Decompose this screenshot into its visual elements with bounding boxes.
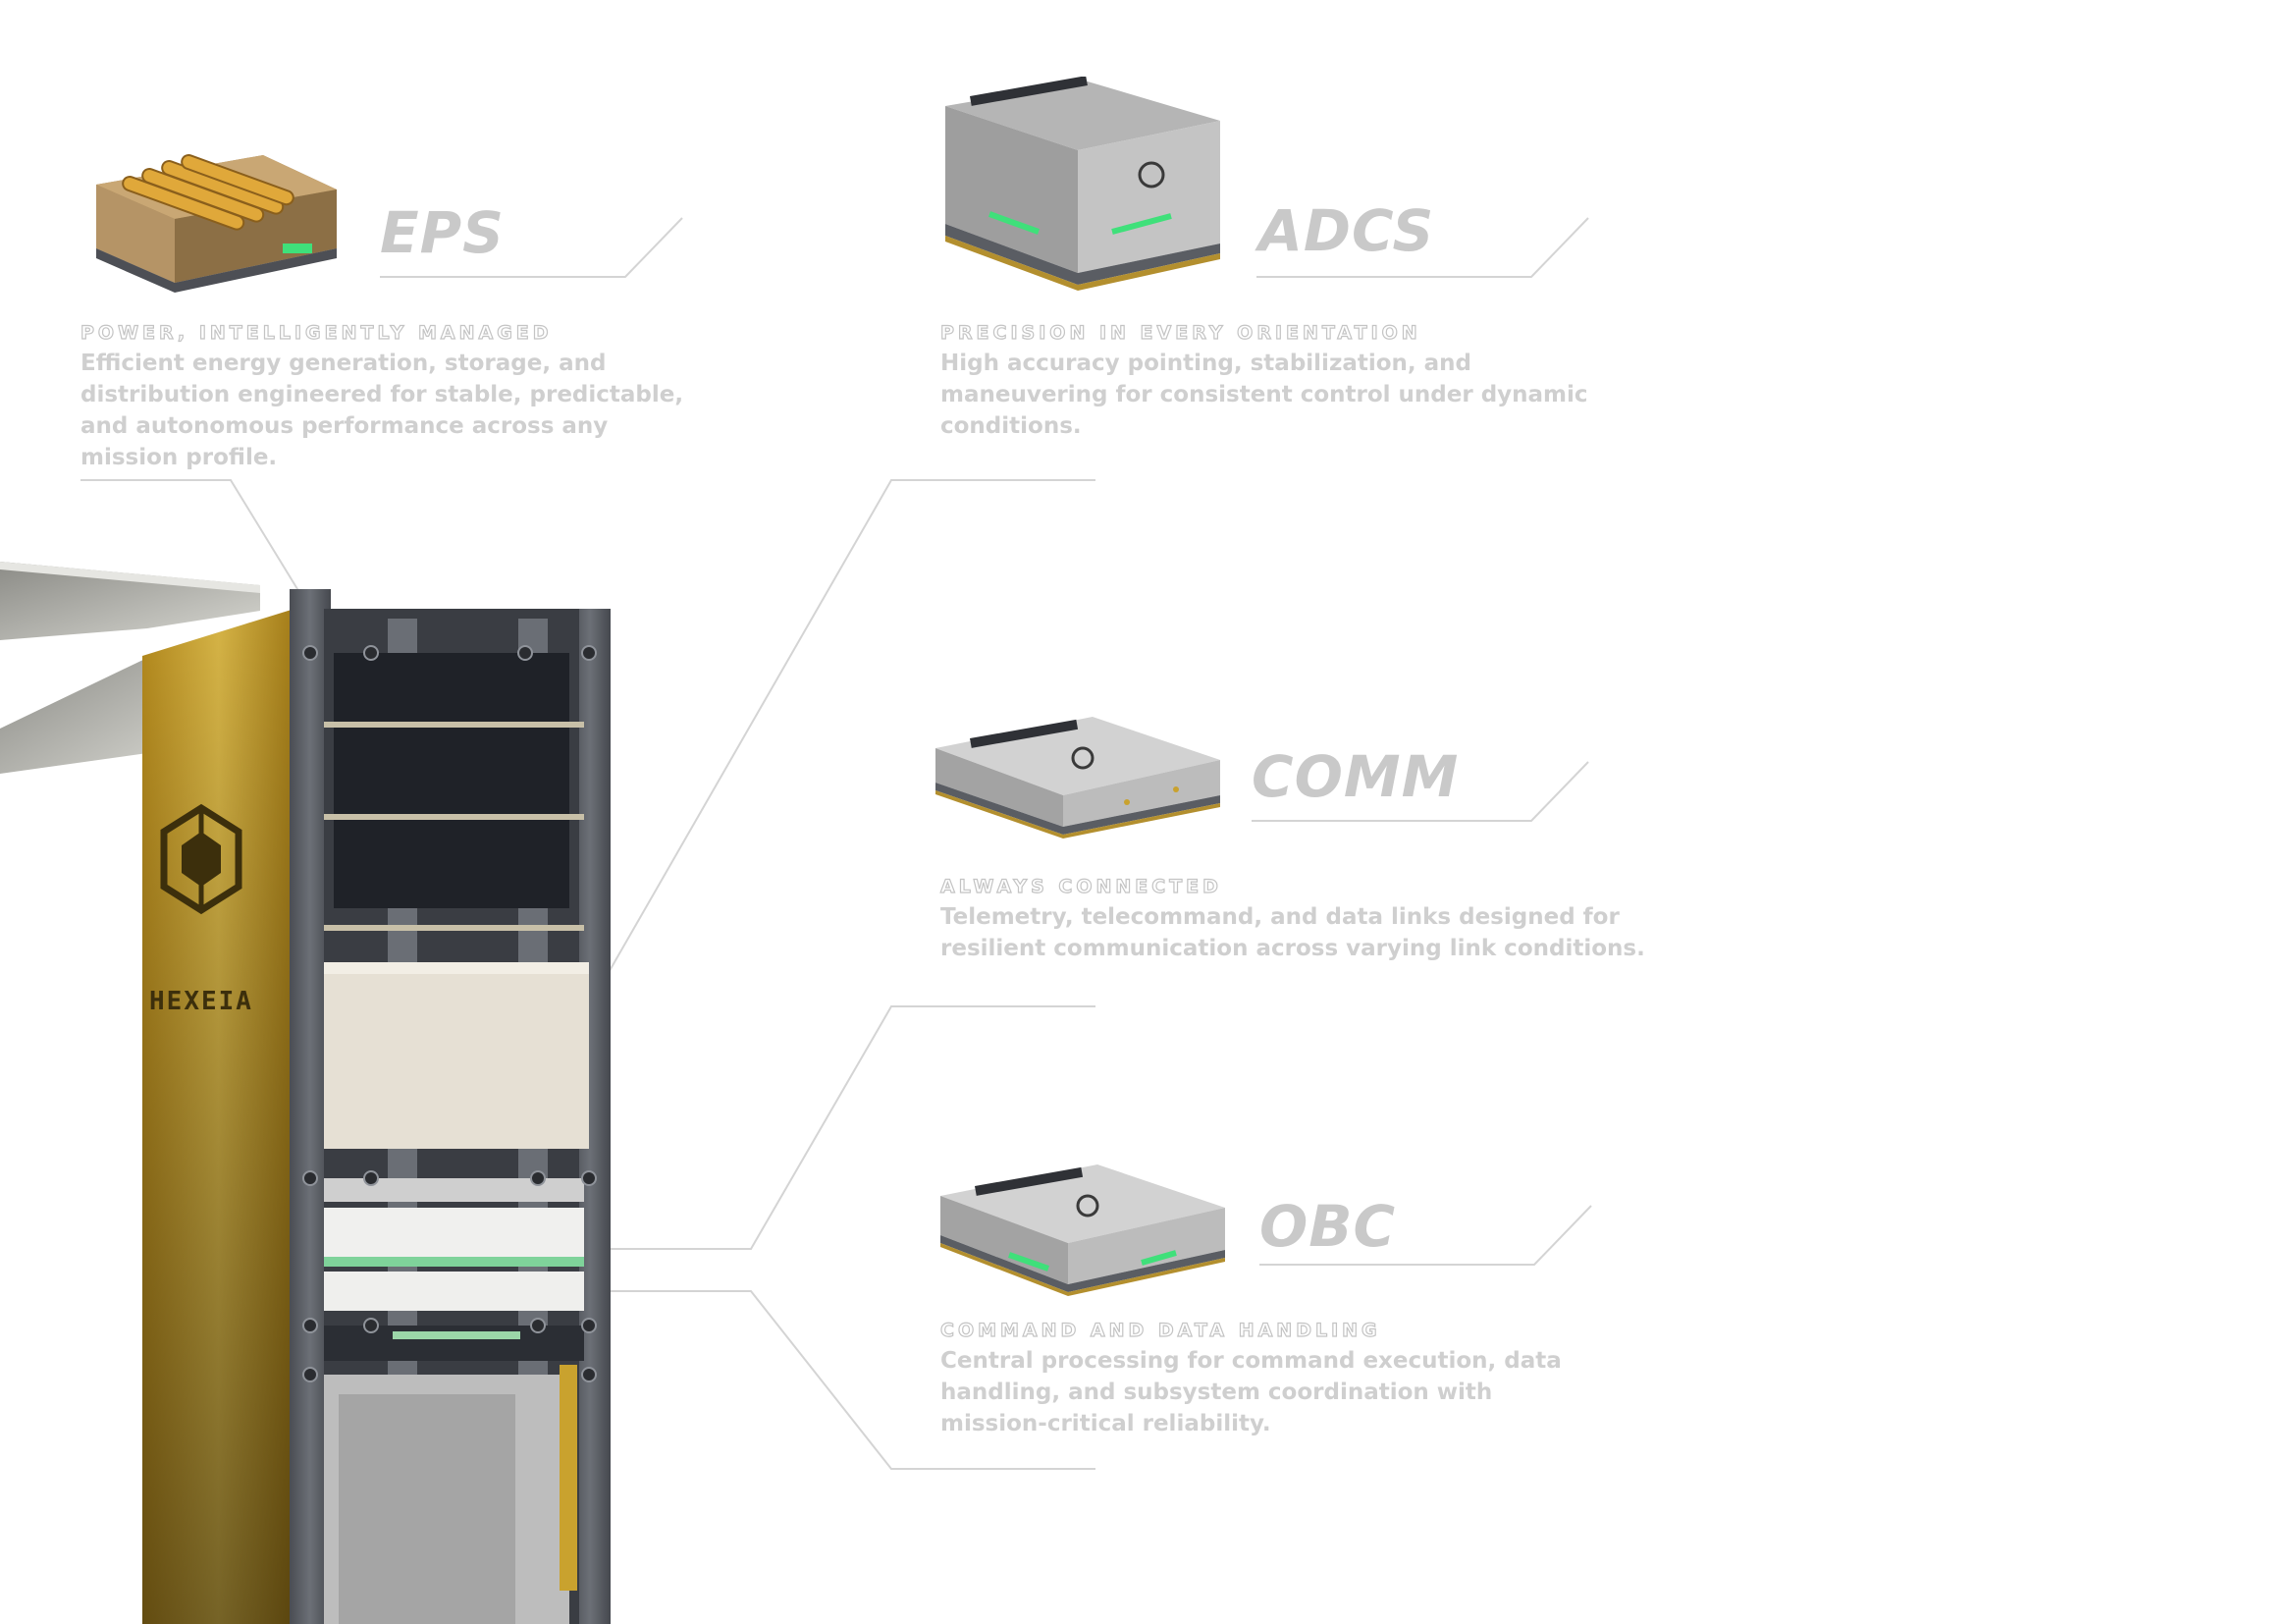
- adcs-title-rule: [1256, 217, 1589, 278]
- comm-internal-card: [324, 1208, 584, 1257]
- comm-title: COMM: [1252, 743, 1460, 810]
- obc-title: OBC: [1259, 1193, 1397, 1260]
- brand-wordmark: HEXEIA: [149, 987, 253, 1016]
- comm-title-rule: [1252, 761, 1589, 822]
- onboard-computer-module-icon: [940, 1164, 1225, 1296]
- eps-title: EPS: [380, 199, 505, 266]
- adcs-title: ADCS: [1258, 197, 1435, 264]
- eps-title-rule: [380, 217, 683, 278]
- obc-internal-card: [324, 1272, 584, 1311]
- eps-description: Efficient energy generation, storage, an…: [80, 351, 684, 470]
- battery-pack-module-icon: [96, 153, 337, 293]
- comm-tagline: ALWAYS CONNECTED: [939, 876, 1222, 897]
- adcs-tagline: PRECISION IN EVERY ORIENTATION: [939, 322, 1421, 344]
- attitude-control-module-icon: [945, 77, 1220, 291]
- eps-tagline: POWER, INTELLIGENTLY MANAGED: [80, 322, 553, 344]
- leader-line-comm: [486, 1005, 1095, 1250]
- eps-internal-block: [324, 962, 589, 1149]
- obc-tagline: COMMAND AND DATA HANDLING: [939, 1320, 1381, 1341]
- satellite-cubesat-illustration: HEXEIA: [0, 562, 611, 1624]
- leader-line-adcs: [568, 479, 1095, 1042]
- hexagon-logo-icon: [160, 803, 242, 915]
- solar-panel-upper: [0, 562, 260, 640]
- leader-line-obc: [486, 1290, 1095, 1470]
- adcs-description: High accuracy pointing, stabilization, a…: [940, 351, 1588, 439]
- comm-description: Telemetry, telecommand, and data links d…: [940, 904, 1645, 961]
- obc-description: Central processing for command execution…: [940, 1348, 1562, 1436]
- communication-module-icon: [935, 717, 1220, 839]
- obc-title-rule: [1259, 1205, 1592, 1266]
